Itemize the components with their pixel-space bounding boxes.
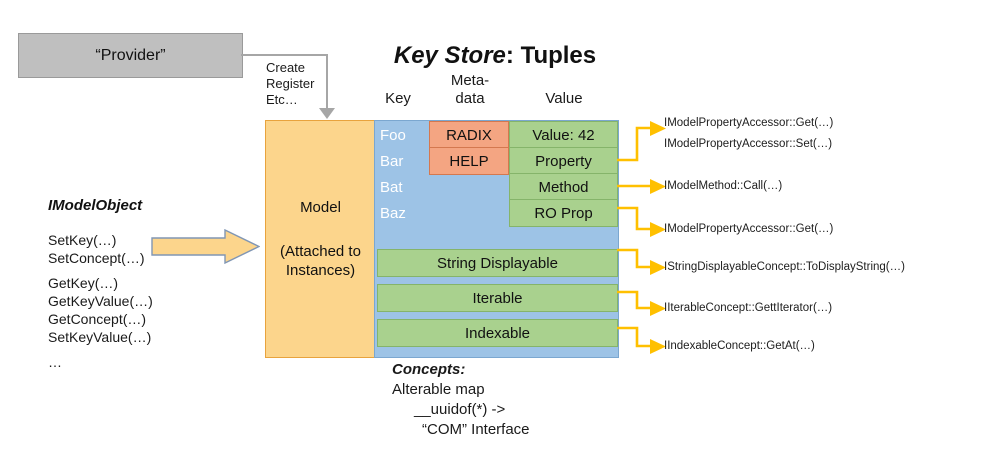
annotation-indexable: IIndexableConcept::GetAt(…) <box>664 340 815 352</box>
connector-property-accessor <box>617 126 652 162</box>
metadata-cell-help: HELP <box>429 147 509 175</box>
list-item: SetKey(…) <box>48 232 117 248</box>
column-header-value: Value <box>545 90 583 107</box>
connector-line-create: Create <box>266 60 306 75</box>
list-item: GetKeyValue(…) <box>48 293 153 309</box>
annotation-iterable: IIterableConcept::GettIterator(…) <box>664 302 833 314</box>
connector-indexable <box>617 326 652 348</box>
concept-bar-indexable: Indexable <box>377 319 618 347</box>
column-header-metadata: Meta- data <box>432 72 508 108</box>
list-item: SetKeyValue(…) <box>48 329 152 345</box>
concepts-title: Concepts: <box>392 361 466 378</box>
key-cell-baz: Baz <box>380 204 406 222</box>
title-rest: : Tuples <box>505 42 597 69</box>
model-box-title: Model <box>300 198 341 216</box>
value-cell-ro-prop: RO Prop <box>509 199 618 227</box>
concept-bar-string-displayable: String Displayable <box>377 249 618 277</box>
connector-line-etc: Etc… <box>266 92 298 107</box>
list-item: GetKey(…) <box>48 275 119 291</box>
column-header-key: Key <box>385 90 411 107</box>
annotation-roprop-get: IModelPropertyAccessor::Get(…) <box>664 223 834 235</box>
connector-string-displayable <box>617 248 652 269</box>
imodelobject-title: IModelObject <box>48 197 143 214</box>
concepts-block: Concepts: Alterable map __uuidof(*) -> “… <box>392 360 642 440</box>
annotation-property-set: IModelPropertyAccessor::Set(…) <box>664 138 833 150</box>
value-cell-property: Property <box>509 147 618 175</box>
column-header-metadata-line1: Meta- <box>450 72 490 89</box>
key-cell-bar: Bar <box>380 152 404 170</box>
key-cell-foo: Foo <box>380 126 406 144</box>
connector-ro-prop <box>617 206 652 231</box>
page-title: Key Store: Tuples <box>330 42 660 70</box>
provider-box: “Provider” <box>18 33 243 78</box>
provider-label: “Provider” <box>95 46 166 64</box>
model-box-subtitle-line1: (Attached to <box>280 242 361 260</box>
connector-iterable <box>617 290 652 310</box>
model-box-subtitle: (Attached to Instances) <box>280 242 361 280</box>
value-cell-value42: Value: 42 <box>509 121 618 149</box>
provider-connector-arrowhead <box>319 108 335 119</box>
list-item: GetConcept(…) <box>48 311 147 327</box>
connector-arrowheads <box>650 121 666 354</box>
connector-line-register: Register <box>266 76 315 91</box>
list-item: … <box>48 354 62 370</box>
imodelobject-to-model-arrow <box>151 229 260 264</box>
annotation-string-displayable: IStringDisplayableConcept::ToDisplayStri… <box>664 261 905 273</box>
provider-connector-label: Create Register Etc… <box>266 60 326 108</box>
concepts-line-3: “COM” Interface <box>422 421 530 438</box>
key-cell-bat: Bat <box>380 178 403 196</box>
concept-bar-iterable: Iterable <box>377 284 618 312</box>
metadata-cell-radix: RADIX <box>429 121 509 149</box>
value-cell-method: Method <box>509 173 618 201</box>
column-header-metadata-line2: data <box>455 90 485 107</box>
model-box: Model (Attached to Instances) <box>265 120 376 358</box>
title-emphasis: Key Store <box>393 42 506 69</box>
annotation-property-get: IModelPropertyAccessor::Get(…) <box>664 117 834 129</box>
concepts-line-2: __uuidof(*) -> <box>414 401 506 418</box>
annotation-method-call: IModelMethod::Call(…) <box>664 180 783 192</box>
model-box-subtitle-line2: Instances) <box>285 261 356 279</box>
imodelobject-method-list: SetKey(…) SetConcept(…) GetKey(…) GetKey… <box>48 232 198 372</box>
list-item: SetConcept(…) <box>48 250 145 266</box>
concepts-line-1: Alterable map <box>392 381 485 398</box>
provider-connector-horizontal <box>241 54 328 56</box>
provider-connector-vertical <box>326 54 328 110</box>
